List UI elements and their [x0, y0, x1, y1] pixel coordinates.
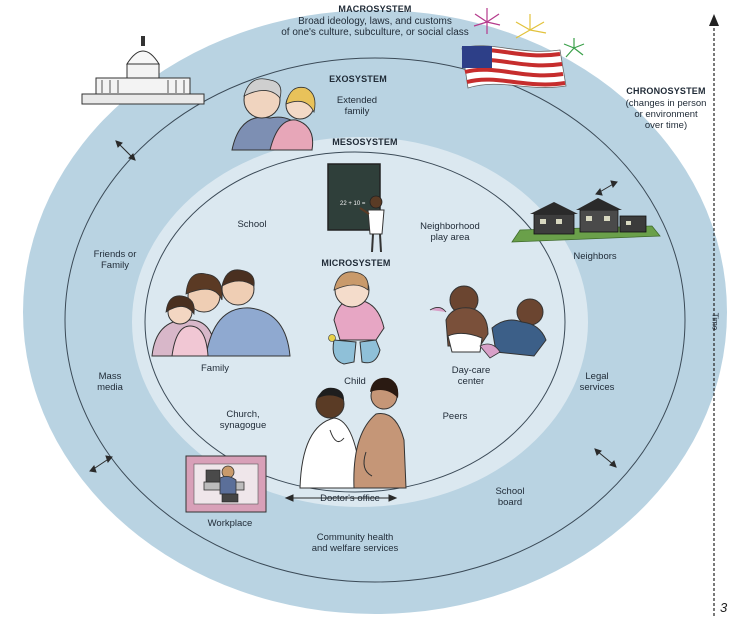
family-portrait-icon	[151, 269, 291, 357]
mesosystem-title: MESOSYSTEM	[332, 137, 398, 147]
macrosystem-title: MACROSYSTEM	[338, 4, 412, 14]
child-label: Child	[344, 376, 366, 387]
extended-family-label-2: family	[344, 106, 370, 117]
church-label-1: Church,	[226, 409, 260, 420]
time-axis	[709, 14, 719, 618]
church-label-2: synagogue	[219, 420, 267, 431]
family-label: Family	[201, 363, 229, 374]
daycare-label-2: center	[457, 376, 485, 387]
macrosystem-line2: of one's culture, subculture, or social …	[281, 27, 469, 38]
extended-family-label-1: Extended	[336, 95, 378, 106]
macrosystem-line1: Broad ideology, laws, and customs	[298, 16, 452, 27]
community-label-2: and welfare services	[311, 543, 399, 554]
ring-arrows	[89, 140, 618, 502]
school-board-label-1: School	[495, 486, 525, 497]
microsystem-title: MICROSYSTEM	[321, 258, 391, 268]
school-label: School	[237, 219, 267, 230]
legal-label-2: services	[579, 382, 615, 393]
peers-label: Peers	[442, 411, 468, 422]
friends-label-2: Family	[101, 260, 129, 271]
neighbors-label: Neighbors	[573, 251, 617, 262]
legal-label-1: Legal	[585, 371, 609, 382]
friends-label-1: Friends or	[93, 249, 137, 260]
chronosystem-line3: over time)	[644, 120, 688, 131]
houses-icon	[511, 198, 661, 243]
community-label-1: Community health	[316, 532, 394, 543]
chronosystem-line2: or environment	[634, 109, 698, 120]
chronosystem-title: CHRONOSYSTEM	[626, 86, 706, 96]
neighborhood-label-2: play area	[430, 232, 470, 243]
time-axis-label: Time	[710, 312, 720, 331]
office-cubicle-icon	[185, 455, 267, 513]
exosystem-title: EXOSYSTEM	[329, 74, 387, 84]
flag-fireworks-icon	[461, 8, 585, 89]
mass-media-label-2: media	[97, 382, 123, 393]
school-board-label-2: board	[497, 497, 523, 508]
workplace-label: Workplace	[207, 518, 253, 529]
chalkboard-text: 22 + 10 =	[340, 201, 366, 207]
page-number: 3	[720, 600, 728, 615]
mesosystem-ring	[144, 151, 566, 493]
doctors-office-label: Doctor's office	[320, 493, 380, 504]
toddler-icon	[328, 271, 385, 365]
daycare-label-1: Day-care	[451, 365, 491, 376]
infants-icon	[429, 285, 547, 359]
grandparent-child-icon	[231, 78, 316, 151]
mass-media-label-1: Mass	[98, 371, 122, 382]
exosystem-ring	[64, 57, 686, 583]
doctor-patient-icon	[299, 377, 407, 489]
chronosystem-line1: (changes in person	[625, 98, 707, 109]
capitol-building-icon	[81, 36, 205, 105]
neighborhood-label-1: Neighborhood	[420, 221, 480, 232]
teacher-chalkboard-icon: 22 + 10 =	[327, 163, 385, 253]
